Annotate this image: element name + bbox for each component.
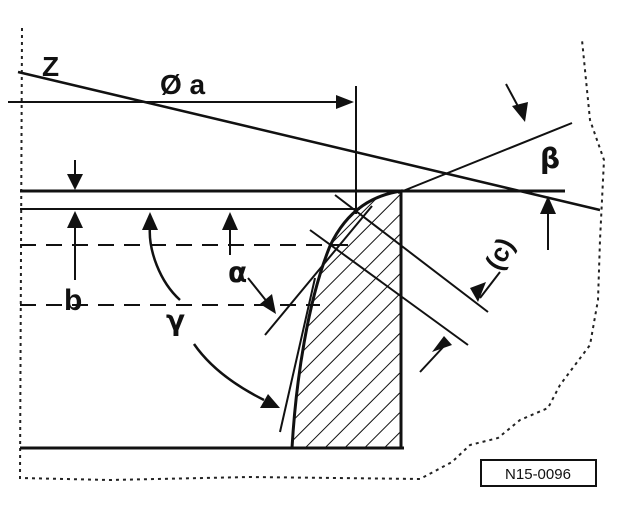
diameter-arrowhead: [336, 95, 354, 109]
b-arrow-top: [67, 174, 83, 190]
alpha-arrow-diag-shaft: [247, 277, 269, 304]
seat-width-arrow-bottom: [432, 336, 452, 352]
seat-width-line-2: [309, 229, 469, 346]
gamma-arc-top: [148, 225, 181, 301]
alpha-arrow-up: [222, 212, 238, 230]
valve-face-line-z: [17, 70, 601, 212]
label-z: Z: [42, 51, 59, 82]
angle-gamma-line: [279, 277, 316, 433]
label-c: (c): [479, 233, 520, 275]
angle-beta-line: [397, 122, 573, 194]
seat-width-arrow-top: [470, 282, 486, 302]
label-beta: β: [540, 142, 560, 175]
beta-arrow-bottom: [540, 196, 556, 214]
alpha-arrow-diag: [260, 294, 276, 314]
hatched-seat-section: [290, 189, 403, 450]
gamma-arrow-up: [142, 212, 158, 230]
beta-arrow-top: [512, 102, 528, 122]
label-b: b: [64, 284, 82, 317]
b-arrow-bottom: [67, 211, 83, 228]
seat-width-arrow-bottom-shaft: [419, 343, 447, 373]
reference-code-box: [480, 459, 597, 487]
seat-width-arrow-top-shaft: [479, 271, 501, 299]
seat-width-line-1: [334, 194, 489, 313]
reference-code: N15-0096: [505, 466, 571, 483]
gamma-arrow-right: [260, 394, 280, 408]
label-alpha: α: [228, 256, 247, 289]
angle-alpha-line: [264, 205, 373, 336]
label-diameter-a: Ø a: [160, 69, 206, 100]
label-gamma: γ: [166, 304, 185, 337]
gamma-arc-bottom: [192, 343, 265, 402]
